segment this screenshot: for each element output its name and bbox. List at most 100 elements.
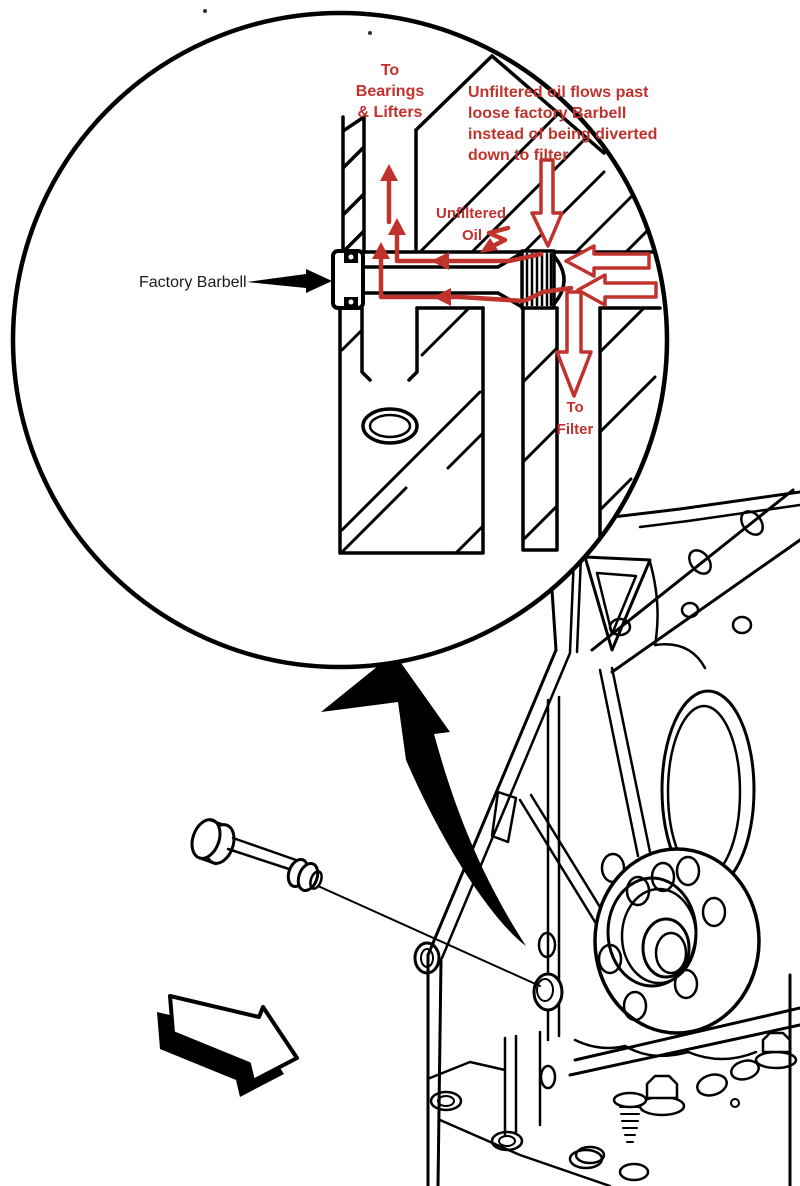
rail-hole (413, 941, 441, 975)
unfiltered-oil-line1: Unfiltered (436, 205, 506, 222)
to-filter-line2: Filter (557, 421, 594, 438)
small-face-hole (537, 931, 557, 959)
barbell-bore-hole-inner (536, 978, 554, 1002)
boss-pad-inner (498, 1135, 516, 1147)
oil-pointer-head (480, 238, 498, 253)
flange-band-lower (610, 538, 800, 674)
brace-outline (583, 555, 652, 652)
oring-dot (348, 254, 354, 260)
hex-bolt (645, 1074, 679, 1100)
bypass-note-line2: loose factory Barbell (468, 105, 626, 122)
crank-bore (641, 917, 691, 979)
factory-barbell-label: Factory Barbell (139, 274, 247, 291)
hub-bolt-hole (675, 855, 701, 887)
flange-bolt-hole (740, 510, 764, 536)
scallop-edge (573, 1038, 758, 1061)
lower-left-block-hatch (340, 306, 485, 555)
leader-line (317, 885, 541, 987)
oil-flow-arrows (372, 158, 658, 398)
stud-threads (619, 1106, 641, 1143)
bypass-note-line4: down to filter (468, 147, 568, 164)
face-contours (648, 560, 707, 670)
brace-inner (595, 571, 638, 636)
barbell-shaft-section (361, 251, 524, 309)
red-annotations: To Bearings & Lifters Unfiltered oil flo… (356, 62, 658, 438)
hub-bolt-hole (650, 861, 676, 893)
face-rib (598, 666, 652, 858)
right-block-hatch (598, 306, 657, 512)
barbell-collar-end (309, 870, 323, 890)
to-filter-line1: To (566, 399, 583, 416)
wall-strip-hatched (341, 115, 366, 254)
bottom-oval (574, 1145, 606, 1165)
magnifier-arrow (321, 653, 526, 946)
to-bearings-line2: Bearings (356, 83, 425, 100)
tube-bottom-oval-inner (368, 413, 412, 439)
barbell-collar (296, 861, 320, 893)
hub-bolt-hole (673, 968, 699, 1000)
flow-path-upper (394, 229, 544, 264)
barbell-dome (552, 254, 566, 306)
flow-path-lower (378, 253, 574, 304)
hub-bolt-hole (597, 943, 623, 975)
pan-rail-inner (440, 651, 572, 960)
inset-circle-view: To Bearings & Lifters Unfiltered oil flo… (10, 10, 670, 670)
crank-hub-outer (593, 847, 761, 1035)
flow-up-arrowhead-a (380, 164, 398, 181)
cross-section (331, 54, 662, 555)
small-face-hole (539, 1064, 557, 1090)
stud-base (612, 1091, 648, 1109)
boss-ledge (428, 1060, 507, 1080)
boss-pad (730, 1059, 760, 1081)
boss-pad (490, 1130, 524, 1152)
boss-pad (696, 1073, 728, 1097)
blind-tube-walls (360, 306, 419, 382)
unfiltered-oil-line2: Oil (462, 227, 482, 244)
hollow-left-arrow-lower (576, 273, 658, 307)
ink-speck (368, 31, 372, 35)
upper-block-hatch (418, 112, 650, 254)
hub-bolt-hole (625, 875, 651, 907)
direction-arrow-3d (157, 994, 299, 1097)
arrow-face (168, 994, 299, 1083)
barbell-shaft (226, 836, 298, 872)
flow-up-arrowhead-b (388, 218, 406, 235)
hollow-left-arrow-upper (564, 244, 651, 278)
boss-pad (429, 1090, 463, 1112)
block-bottom-left-edge (426, 953, 443, 1186)
to-bearings-line3: & Lifters (358, 104, 423, 121)
oring-dot (348, 299, 354, 305)
face-hole (608, 617, 632, 637)
block-top-edge-inner (638, 503, 800, 529)
bypass-note-line1: Unfiltered oil flows past (468, 84, 649, 101)
face-rib (518, 793, 613, 932)
crank-bore-crescent (654, 931, 688, 975)
barbell-cap-sides (200, 818, 226, 866)
hex-bolt (761, 1031, 792, 1054)
roof-diagonals (414, 54, 606, 155)
ribbed-end-bars (525, 252, 553, 307)
rail-hole-inner (420, 948, 434, 968)
tube-bottom-oval (361, 407, 419, 445)
hollow-down-arrow-top (530, 158, 564, 248)
bottom-oval (618, 1162, 650, 1182)
factory-barbell-callout: Factory Barbell (139, 269, 332, 293)
hollow-down-arrow-filter (555, 290, 593, 398)
bottom-diagonal (438, 1118, 612, 1186)
bypass-note-line3: instead of being diverted (468, 126, 657, 143)
barbell-part-drawing (190, 818, 541, 987)
face-hole (731, 615, 753, 635)
flow-left-arrowhead-upper (431, 252, 449, 270)
flow-left-arrowhead-lower (433, 288, 451, 306)
tiny-hole (730, 1098, 740, 1108)
bottom-shelf-edges (568, 1006, 800, 1077)
face-hole (680, 601, 700, 619)
to-bearings-line1: To (381, 62, 400, 79)
boss-pad-inner (437, 1095, 455, 1107)
hub-bolt-hole (622, 990, 648, 1022)
factory-barbell-pointer-arrow (247, 269, 332, 293)
pan-rail-outer (426, 648, 558, 957)
hub-bolt-hole (701, 896, 727, 928)
